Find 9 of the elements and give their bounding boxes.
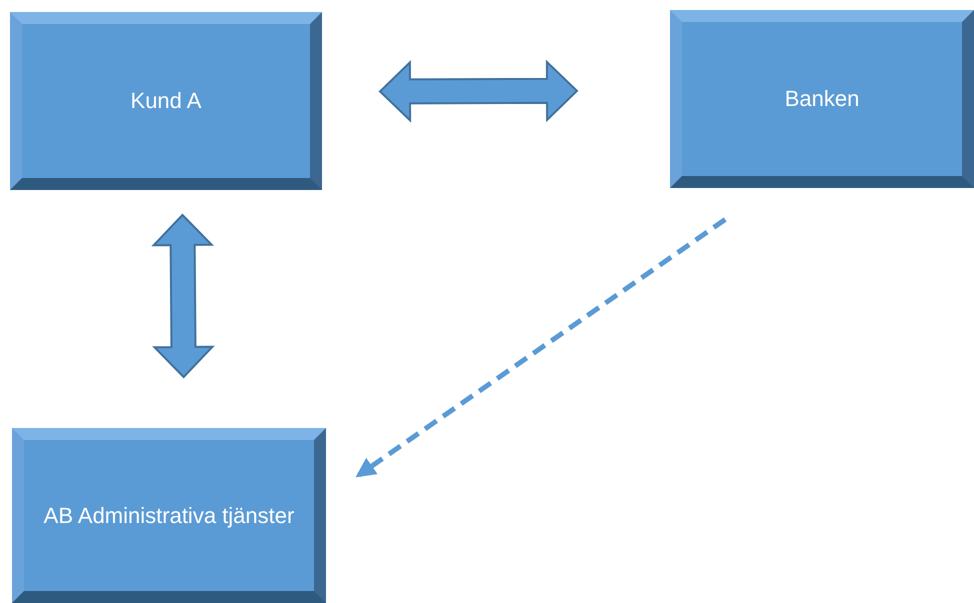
box-label: AB Administrativa tjänster <box>44 502 294 530</box>
dashed-arrow <box>356 217 727 478</box>
beveled-box <box>10 12 322 190</box>
block-arrow <box>151 214 215 378</box>
box-label: Banken <box>784 85 860 113</box>
box-label: Kund A <box>130 87 202 115</box>
beveled-box <box>670 10 974 188</box>
beveled-box <box>12 428 326 603</box>
block-arrow <box>378 60 578 123</box>
